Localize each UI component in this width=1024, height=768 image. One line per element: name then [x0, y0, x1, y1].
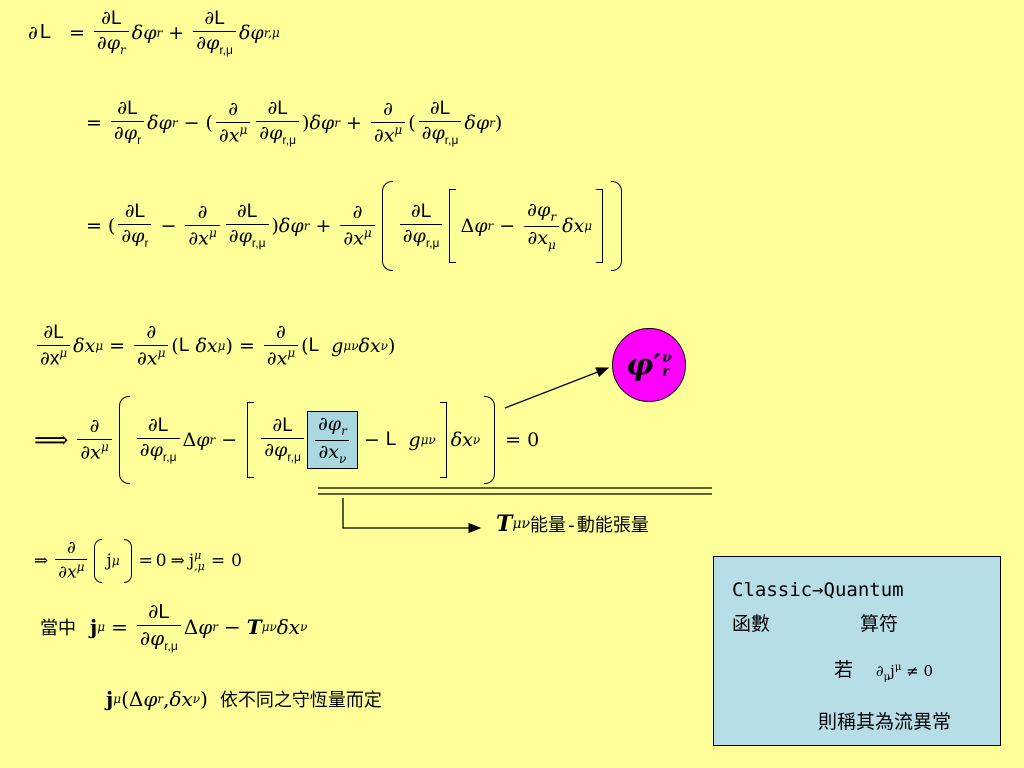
fraction: ∂L ∂φr: [93, 7, 129, 57]
where-label: 當中: [40, 617, 76, 639]
note-box: Classic→Quantum 函數 算符 若 ∂μjμ ≠ 0 則稱其為流異常: [713, 556, 1001, 746]
delta-symbol: ∂: [28, 21, 38, 44]
note-line-classic-quantum: Classic→Quantum: [732, 579, 904, 601]
depends-label: 依不同之守恆量而定: [219, 690, 382, 711]
note-line-function: 函數: [732, 613, 771, 635]
note-line-condition: 若 ∂μjμ ≠ 0: [834, 659, 934, 683]
note-line-anomaly: 則稱其為流異常: [818, 711, 952, 733]
note-line-operator: 算符: [860, 613, 899, 635]
left-bracket: [449, 189, 457, 263]
right-bracket: [596, 189, 604, 263]
fraction: ∂L ∂φr,μ: [193, 7, 236, 57]
highlighted-derivative-box: ∂φr ∂xν: [306, 410, 358, 470]
